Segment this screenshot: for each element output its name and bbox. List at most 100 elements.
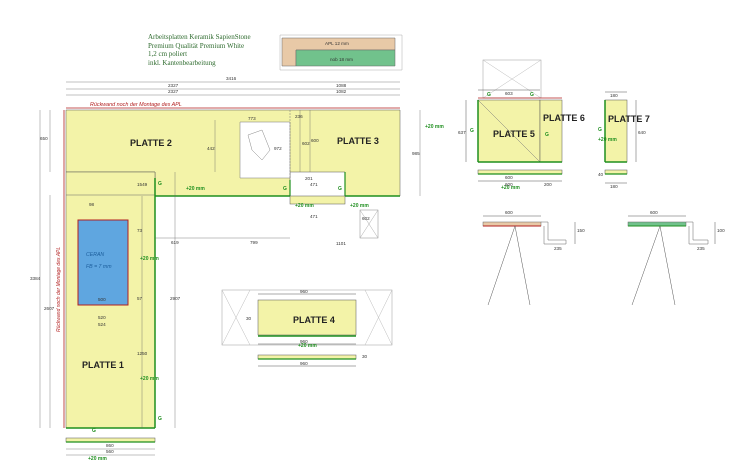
dim-471-b: 471	[310, 214, 318, 219]
plate-1-label: PLATTE 1	[82, 360, 124, 370]
dim-972: 972	[274, 146, 282, 151]
edge-g-10: G	[545, 132, 549, 138]
dim-98: 98	[89, 202, 95, 207]
backwall-note-left: Rückwand noch der Montage des APL	[56, 247, 62, 332]
info-line-3: 1,2 cm poliert	[148, 50, 188, 59]
dim-520: 520	[98, 315, 106, 320]
edge-note-10: +20 mm	[598, 137, 617, 143]
dim-150: 150	[577, 228, 585, 233]
dim-180-a: 180	[610, 93, 618, 98]
dim-600-c: 600	[505, 182, 513, 187]
dim-524: 524	[98, 322, 106, 327]
material-info: Arbeitsplatten Keramik SapienStone Premi…	[148, 33, 251, 67]
edge-g-6: G	[470, 128, 474, 134]
edge-note-2: +20 mm	[140, 256, 159, 262]
edge-profile-right	[627, 215, 716, 306]
dim-960-b: 960	[300, 339, 308, 344]
dim-650: 650	[40, 136, 48, 141]
dim-2607: 2607	[44, 306, 55, 311]
plate-3-label: PLATTE 3	[337, 136, 379, 146]
dim-3416: 3416	[226, 76, 237, 81]
ceran-fb: FB = 7 mm	[86, 264, 112, 270]
plate-7-label: PLATTE 7	[608, 114, 650, 124]
dim-2907: 2907	[170, 296, 181, 301]
main-counter	[63, 107, 401, 443]
dim-2327-a: 2327	[168, 83, 179, 88]
dim-1101: 1101	[336, 241, 346, 246]
dim-73: 73	[137, 228, 143, 233]
edge-g-1: G	[158, 181, 162, 187]
edge-note-1: +20 mm	[186, 186, 205, 192]
dim-100: 100	[717, 228, 725, 233]
edge-note-3: +20 mm	[140, 376, 159, 382]
plate-4-drawing	[221, 289, 393, 367]
dim-235-a: 235	[554, 246, 562, 251]
dim-200: 200	[544, 182, 552, 187]
dim-960-a: 960	[300, 289, 308, 294]
dim-235-b: 235	[697, 246, 705, 251]
info-line-2: Premium Qualität Premium White	[148, 41, 245, 50]
dim-960-c: 960	[300, 361, 308, 366]
edge-g-7: G	[487, 92, 491, 98]
dim-619: 619	[171, 240, 179, 245]
plate-7-drawing	[604, 91, 637, 184]
edge-g-8: G	[530, 92, 534, 98]
ceran-label: CERAN	[86, 252, 104, 258]
dim-1250: 1250	[137, 351, 148, 356]
dim-637: 637	[458, 130, 466, 135]
dim-3384: 3384	[30, 276, 41, 281]
dim-471-a: 471	[310, 182, 318, 187]
dim-985: 985	[412, 151, 420, 156]
dim-1088: 1088	[336, 83, 347, 88]
dim-602-a: 602	[302, 141, 310, 146]
plate-5-label: PLATTE 5	[493, 129, 535, 139]
plate-6-label: PLATTE 6	[543, 113, 585, 123]
edge-g-3: G	[92, 428, 96, 434]
edge-note-4: +20 mm	[88, 456, 107, 462]
dim-442: 442	[207, 146, 215, 151]
dim-603: 603	[505, 91, 513, 96]
dim-1549: 1549	[137, 182, 148, 187]
dim-640: 640	[638, 130, 646, 135]
dim-799: 799	[250, 240, 258, 245]
edge-g-4: G	[283, 186, 287, 192]
dimension-lines	[39, 81, 421, 456]
edge-legend	[279, 34, 403, 71]
plate-2-label: PLATTE 2	[130, 138, 172, 148]
dim-600-b: 600	[505, 175, 513, 180]
edge-g-9: G	[598, 127, 602, 133]
dim-602-b: 602	[362, 216, 370, 221]
edge-profile-left	[482, 215, 576, 306]
dim-30-b: 30	[246, 316, 252, 321]
info-line-1: Arbeitsplatten Keramik SapienStone	[148, 33, 251, 41]
dim-560: 560	[106, 449, 114, 454]
dim-30-a: 30	[362, 354, 368, 359]
dim-500: 500	[98, 297, 106, 302]
backwall-note-top: Rückwand noch der Montage des APL	[90, 102, 182, 108]
dim-1082: 1082	[336, 89, 347, 94]
dim-236: 236	[295, 114, 303, 119]
legend-nob: nob 18 mm	[330, 57, 353, 62]
legend-apl: APL 12 mm	[325, 41, 349, 46]
edge-note-8: +20 mm	[425, 124, 444, 130]
edge-note-5: +20 mm	[295, 203, 314, 209]
plate-5-6-drawing	[465, 59, 563, 182]
edge-g-2: G	[158, 416, 162, 422]
dim-180-b: 180	[610, 184, 618, 189]
edge-note-6: +20 mm	[350, 203, 369, 209]
dim-773: 773	[248, 116, 256, 121]
dim-600: 600	[311, 138, 319, 143]
dim-2327-b: 2327	[168, 89, 179, 94]
dim-57: 57	[137, 296, 143, 301]
dim-40: 40	[598, 172, 604, 177]
dim-201: 201	[305, 176, 313, 181]
plate-4-label: PLATTE 4	[293, 315, 335, 325]
edge-note-7: +20 mm	[298, 343, 317, 349]
dim-600-section-2: 600	[650, 210, 658, 215]
edge-g-5: G	[338, 186, 342, 192]
dim-860: 860	[106, 443, 114, 448]
edge-note-9: +20 mm	[501, 185, 520, 191]
dim-600-section: 600	[505, 210, 513, 215]
info-line-4: inkl. Kantenbearbeitung	[148, 58, 216, 67]
